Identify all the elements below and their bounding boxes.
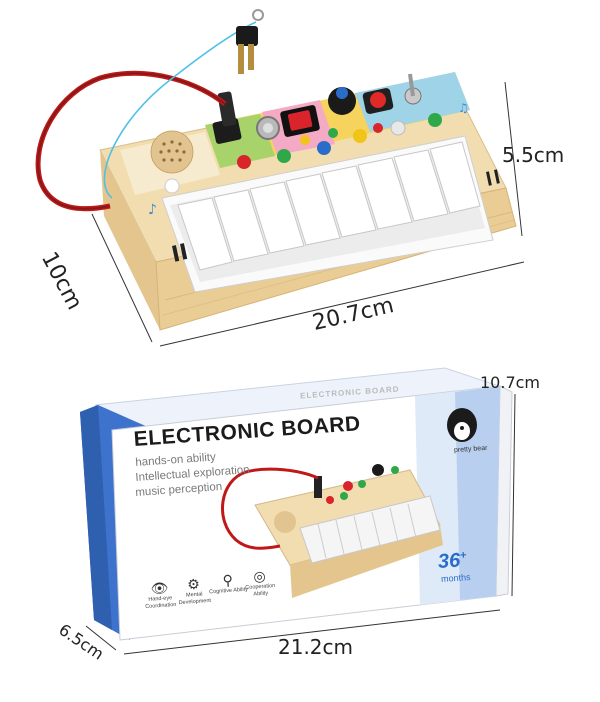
- dimension-lines-box: [85, 393, 516, 655]
- panel-controls: [212, 73, 442, 169]
- dimension-lines-top: [91, 81, 525, 347]
- dimension-height-label: 5.5cm: [502, 143, 565, 167]
- skill-cooperation: ◎ Cooperation Ability: [237, 567, 283, 599]
- age-unit: months: [440, 571, 471, 585]
- age-badge: 36+: [437, 549, 467, 573]
- box-height-label: 10.7cm: [480, 373, 541, 392]
- piano-keyboard: ♪ ♫: [148, 101, 500, 293]
- cable-and-key: [35, 9, 264, 212]
- svg-text:♪: ♪: [148, 202, 157, 218]
- box-length-label: 21.2cm: [278, 635, 354, 659]
- speaker-grill: [150, 130, 194, 194]
- packaging-box: [80, 367, 513, 641]
- svg-text:♫: ♫: [458, 101, 469, 115]
